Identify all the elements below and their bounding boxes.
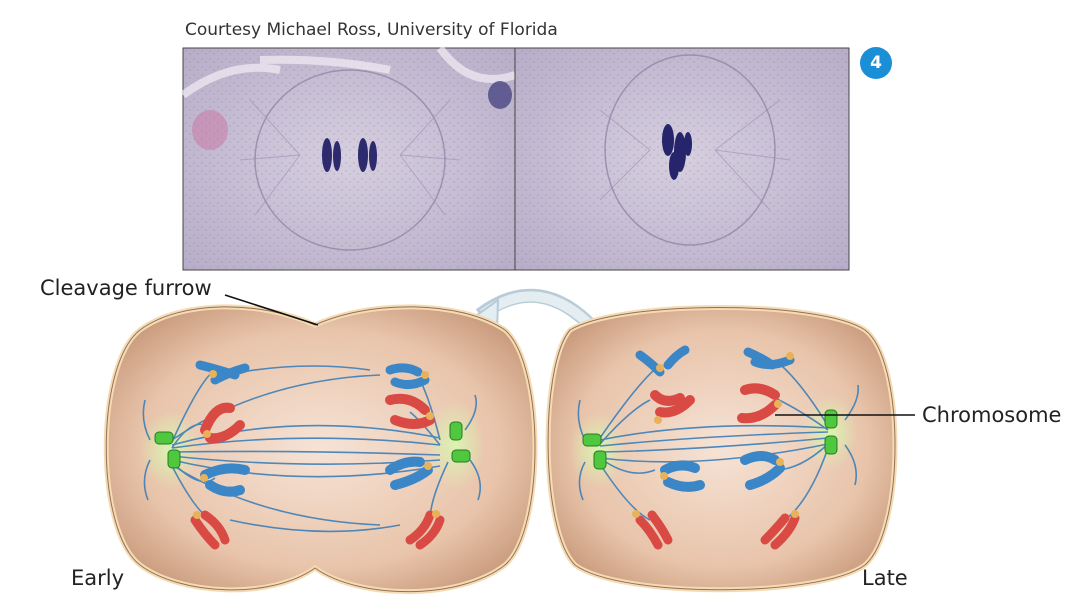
chromosome-group-left (322, 138, 377, 172)
step-number-badge: 4 (860, 47, 892, 79)
pink-spot (192, 110, 228, 150)
furrow-leader-line (224, 294, 319, 326)
centrosome-left (154, 431, 181, 469)
image-credit: Courtesy Michael Ross, University of Flo… (185, 20, 558, 40)
micrograph-late (514, 47, 850, 271)
chromosome-label: Chromosome (922, 403, 1062, 427)
cell-late (545, 305, 898, 593)
centrosome-late-left (582, 433, 607, 470)
spindle-fibers-late (577, 359, 860, 521)
cell-early (103, 304, 538, 595)
cleavage-furrow-label: Cleavage furrow (40, 276, 212, 300)
dark-spot (488, 81, 512, 109)
late-label: Late (862, 566, 908, 590)
early-label: Early (71, 566, 125, 590)
chromosomes-early (190, 360, 445, 550)
chromosome-cluster (662, 124, 692, 180)
micrograph-early (180, 45, 517, 271)
centrosome-right (449, 421, 471, 463)
chromosomes-late (632, 345, 800, 550)
